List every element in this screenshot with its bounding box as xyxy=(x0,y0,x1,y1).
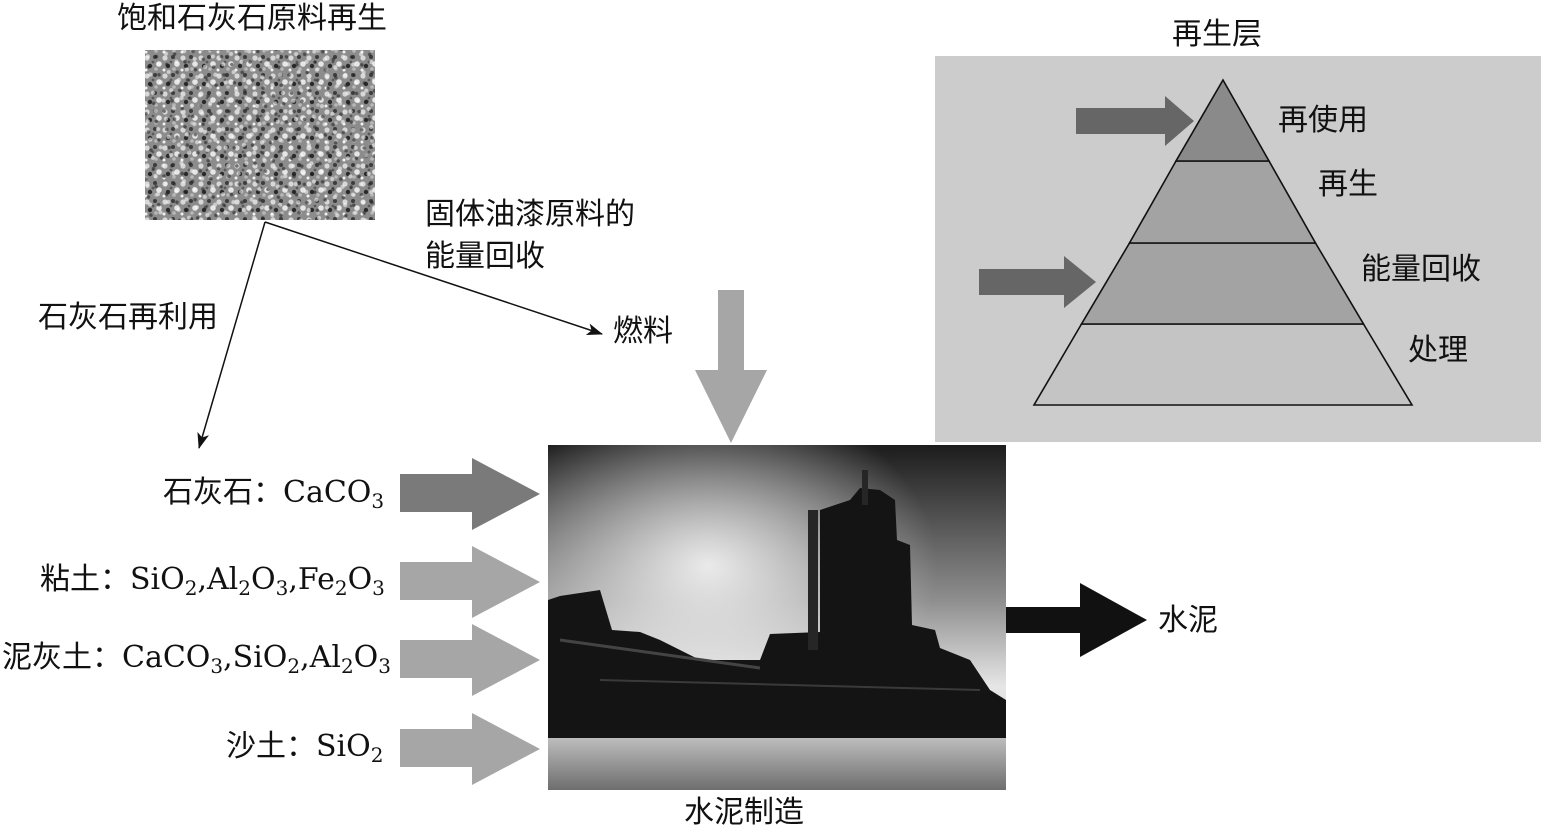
raw-material-title: 饱和石灰石原料再生 xyxy=(117,1,387,36)
output-label-cement: 水泥 xyxy=(1158,603,1218,638)
fuel-label: 燃料 xyxy=(613,314,673,349)
output-arrow-cement xyxy=(1006,583,1147,657)
limestone-reuse-arrow xyxy=(197,221,266,449)
limestone-reuse-label: 石灰石再利用 xyxy=(38,300,218,335)
input-name: 泥灰土： xyxy=(2,640,122,675)
hierarchy-label-disposal: 处理 xyxy=(1408,333,1468,368)
input-arrow-limestone xyxy=(400,458,540,530)
pyramid-level-disposal xyxy=(1032,323,1414,406)
input-name: 粘土： xyxy=(40,562,130,597)
factory-caption: 水泥制造 xyxy=(684,795,804,830)
energy-recovery-label-line2: 能量回收 xyxy=(425,239,545,274)
input-arrow-marl xyxy=(400,624,540,696)
input-arrow-clay xyxy=(400,546,540,618)
input-label-marl: 泥灰土：CaCO3,SiO2,Al2O3 xyxy=(2,640,392,678)
chemical-formula: CaCO3 xyxy=(283,475,385,513)
fuel-down-arrow xyxy=(695,290,767,443)
energy-recovery-label-line1: 固体油漆原料的 xyxy=(425,197,635,232)
limestone-raw-material-image xyxy=(145,50,375,220)
input-arrow-sand xyxy=(400,713,540,785)
chemical-formula: CaCO3,SiO2,Al2O3 xyxy=(122,640,392,678)
input-name: 石灰石： xyxy=(163,475,283,510)
input-label-limestone: 石灰石：CaCO3 xyxy=(163,475,385,513)
chemical-formula: SiO2,Al2O3,Fe2O3 xyxy=(130,562,385,600)
reuse-pointer-arrow xyxy=(1076,96,1194,146)
energy-recovery-pointer-arrow xyxy=(979,256,1096,308)
input-name: 沙土： xyxy=(226,729,316,764)
hierarchy-label-energy-recovery: 能量回收 xyxy=(1361,252,1481,287)
input-label-clay: 粘土：SiO2,Al2O3,Fe2O3 xyxy=(40,562,385,600)
pyramid-level-reuse xyxy=(1174,78,1271,162)
hierarchy-pyramid xyxy=(1032,78,1414,406)
hierarchy-title: 再生层 xyxy=(1172,17,1262,52)
hierarchy-label-recycle: 再生 xyxy=(1318,167,1378,202)
pyramid-level-energy-recovery xyxy=(1080,242,1365,325)
chemical-formula: SiO2 xyxy=(316,729,384,767)
cement-factory-image xyxy=(548,445,1006,790)
energy-recovery-arrow xyxy=(264,221,603,335)
hierarchy-label-reuse: 再使用 xyxy=(1278,103,1368,138)
input-label-sand: 沙土：SiO2 xyxy=(226,729,384,767)
